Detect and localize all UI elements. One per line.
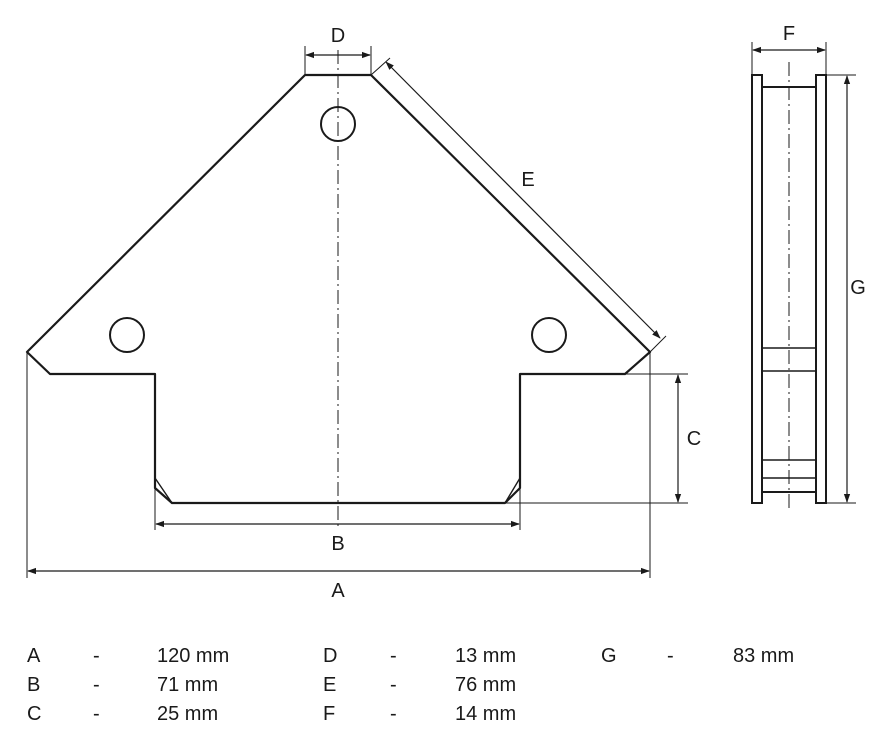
spec-letter: C [27, 703, 42, 725]
front-view: D E C B A [25, 25, 701, 602]
chamfer-bottom-right [504, 477, 521, 504]
spec-value: 25 mm [157, 703, 219, 725]
label-a: A [331, 580, 345, 602]
dim-e-line [385, 61, 661, 339]
spec-letter: F [323, 703, 336, 725]
spec-letter: E [323, 674, 337, 696]
spec-dash: - [93, 645, 100, 667]
mounting-hole-right [531, 317, 567, 353]
spec-dash: - [93, 674, 100, 696]
spec-dash: - [93, 703, 100, 725]
spec-letter: D [323, 645, 338, 667]
spec-value: 13 mm [455, 645, 517, 667]
spec-value: 76 mm [455, 674, 517, 696]
spec-value: 83 mm [733, 645, 795, 667]
mounting-hole-left [109, 317, 145, 353]
spec-dash: - [667, 645, 674, 667]
spec-value: 14 mm [455, 703, 517, 725]
side-plate-right [815, 74, 827, 504]
label-d: D [331, 25, 345, 47]
spec-letter: G [601, 645, 617, 667]
spec-dash: - [390, 703, 397, 725]
chamfer-right [624, 351, 651, 375]
label-c: C [687, 428, 701, 450]
chamfer-bottom-left [154, 477, 173, 504]
spec-dash: - [390, 645, 397, 667]
label-b: B [331, 533, 344, 555]
label-g: G [850, 277, 866, 299]
side-plate-left [751, 74, 763, 504]
label-e: E [521, 169, 534, 191]
spec-dash: - [390, 674, 397, 696]
spec-letter: B [27, 674, 41, 696]
spec-letter: A [27, 645, 41, 667]
label-f: F [783, 23, 795, 45]
dim-e-ext-top [370, 57, 391, 76]
chamfer-left [26, 351, 51, 375]
spec-value: 120 mm [157, 645, 230, 667]
dim-e-ext-bottom [649, 335, 667, 353]
spec-value: 71 mm [157, 674, 219, 696]
side-view [751, 42, 856, 512]
